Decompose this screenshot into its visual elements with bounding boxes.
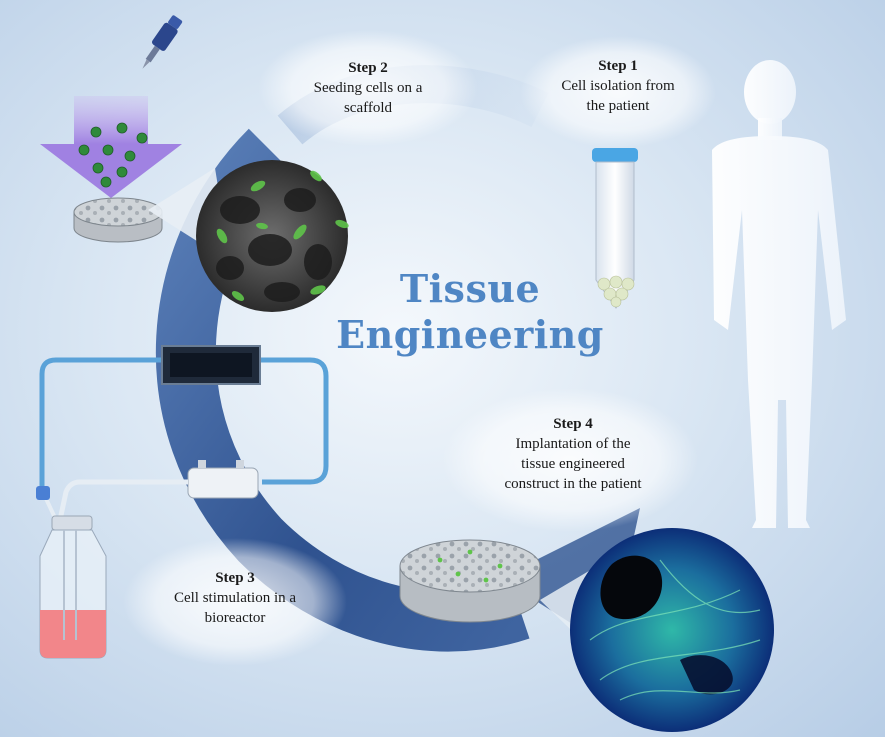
human-silhouette-icon (712, 60, 846, 528)
step-2-title: Step 2 (348, 60, 388, 76)
scaffold-disk-icon (73, 197, 163, 243)
title-line-1: Tissue (399, 266, 541, 311)
scaffold-micrograph-icon (196, 160, 349, 312)
bioreactor-tubing (39, 357, 329, 490)
step-3-title: Step 3 (215, 570, 255, 586)
step-4-label: Step 4 Implantation of the tissue engine… (470, 414, 676, 494)
bioreactor-chamber-icon (161, 345, 261, 385)
step-2-line-1: Seeding cells on a (313, 80, 423, 96)
seeding-arrow-icon (40, 96, 182, 198)
media-bottle-icon (36, 486, 107, 659)
sample-tube-icon (592, 148, 638, 309)
confocal-image-icon (570, 528, 774, 732)
step-2-label: Step 2 Seeding cells on a scaffold (276, 58, 460, 118)
step-3-line-2: bioreactor (204, 610, 266, 626)
step-3-label: Step 3 Cell stimulation in a bioreactor (136, 568, 334, 628)
diagram-title: Tissue Engineering (330, 266, 610, 358)
step-1-line-1: Cell isolation from (561, 78, 675, 94)
step-1-label: Step 1 Cell isolation from the patient (528, 56, 708, 116)
title-line-2: Engineering (336, 312, 604, 357)
step-2-bubble (258, 30, 478, 146)
step-3-bubble (123, 538, 347, 666)
step-4-line-1: Implantation of the (515, 436, 631, 452)
step-3-line-1: Cell stimulation in a (173, 590, 297, 606)
pipette-icon (142, 15, 183, 69)
step-2-line-2: scaffold (343, 100, 393, 116)
step-4-title: Step 4 (553, 416, 593, 432)
step-4-line-3: construct in the patient (504, 476, 642, 492)
step-4-line-2: tissue engineered (521, 456, 625, 472)
construct-disk-icon (399, 539, 541, 623)
filter-icon (187, 460, 259, 499)
step-1-line-2: the patient (586, 98, 650, 114)
step-4-bubble (442, 388, 698, 532)
step-1-bubble (520, 36, 716, 148)
step-1-title: Step 1 (598, 58, 638, 74)
